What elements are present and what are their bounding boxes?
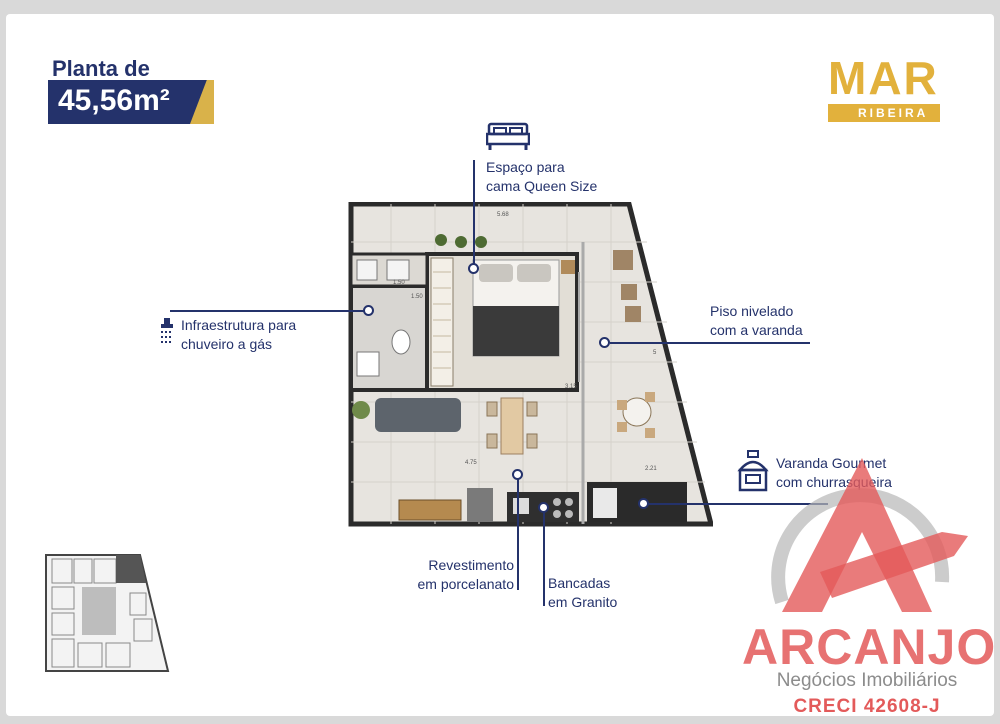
- bed-pillow-right: [517, 264, 551, 282]
- bathroom-sink: [356, 351, 380, 377]
- bed-pillow-left: [479, 264, 513, 282]
- dim-label: 5.68: [497, 212, 509, 218]
- laundry-sink: [386, 259, 410, 281]
- key-plan-core: [82, 587, 116, 635]
- callout-dot-floor: [599, 337, 610, 348]
- plant: [352, 401, 370, 419]
- balcony-chairs: [613, 250, 641, 322]
- callout-dot-porcelain: [512, 469, 523, 480]
- arcanjo-watermark-logo: [771, 458, 968, 612]
- key-plan-highlight: [116, 555, 146, 583]
- feature-granite-label: Bancadas em Granito: [548, 575, 618, 610]
- balcony-table: [622, 397, 652, 427]
- dim-label: 4.75: [465, 460, 477, 466]
- logo-mar-text: MAR: [828, 52, 939, 104]
- callout-dot-shower: [363, 305, 374, 316]
- plan-title: Planta de: [52, 56, 150, 81]
- feature-porcelain-label: Revestimento em porcelanato: [417, 557, 514, 592]
- watermark-subtitle: Negócios Imobiliários: [776, 670, 958, 691]
- kitchen-sink: [513, 498, 529, 514]
- callout-line-bed: [473, 160, 475, 264]
- tv-console: [398, 499, 462, 521]
- plan-area-value: 45,56m²: [58, 84, 170, 117]
- callout-line-grill: [646, 503, 828, 505]
- floor-plan: 5.68 1.50 1.50 3.15 4.75 2.21 5: [348, 202, 713, 527]
- dim-label: 1.50: [393, 280, 405, 286]
- callout-line-porcelain: [517, 478, 519, 590]
- feature-shower-label: Infraestrutura para chuveiro a gás: [181, 317, 297, 352]
- callout-dot-granite: [538, 502, 549, 513]
- nightstand: [561, 260, 575, 274]
- mar-ribeira-logo: MAR RIBEIRA: [828, 54, 954, 124]
- dim-label: 2.21: [645, 466, 657, 472]
- dim-label: 5: [653, 350, 657, 356]
- dining-table: [500, 397, 524, 455]
- callout-line-granite: [543, 510, 545, 606]
- logo-ribeira-text: RIBEIRA: [828, 104, 941, 122]
- fridge: [467, 488, 493, 522]
- shower-icon: [161, 318, 173, 343]
- dim-label: 1.50: [411, 294, 423, 300]
- callout-dot-bed: [468, 263, 479, 274]
- watermark-creci: CRECI 42608-J: [793, 696, 941, 717]
- callout-dot-grill: [638, 498, 649, 509]
- badge-accent: [190, 80, 214, 124]
- bed-blanket: [473, 306, 559, 356]
- watermark-name: ARCANJO: [742, 619, 997, 675]
- sofa: [375, 398, 461, 432]
- building-key-plan: [45, 554, 170, 672]
- grill-icon: [737, 450, 769, 492]
- dim-label: 3.15: [565, 384, 577, 390]
- barbecue: [593, 488, 617, 518]
- feature-floor-label: Piso nivelado com a varanda: [710, 303, 803, 338]
- callout-line-shower: [170, 310, 364, 312]
- toilet: [391, 329, 411, 355]
- washing-machine: [356, 259, 378, 281]
- callout-line-floor: [610, 342, 810, 344]
- feature-bed-label: Espaço para cama Queen Size: [486, 159, 598, 194]
- wardrobe: [430, 257, 454, 387]
- plan-area-badge: 45,56m²: [48, 80, 214, 124]
- bed-icon: [486, 122, 530, 150]
